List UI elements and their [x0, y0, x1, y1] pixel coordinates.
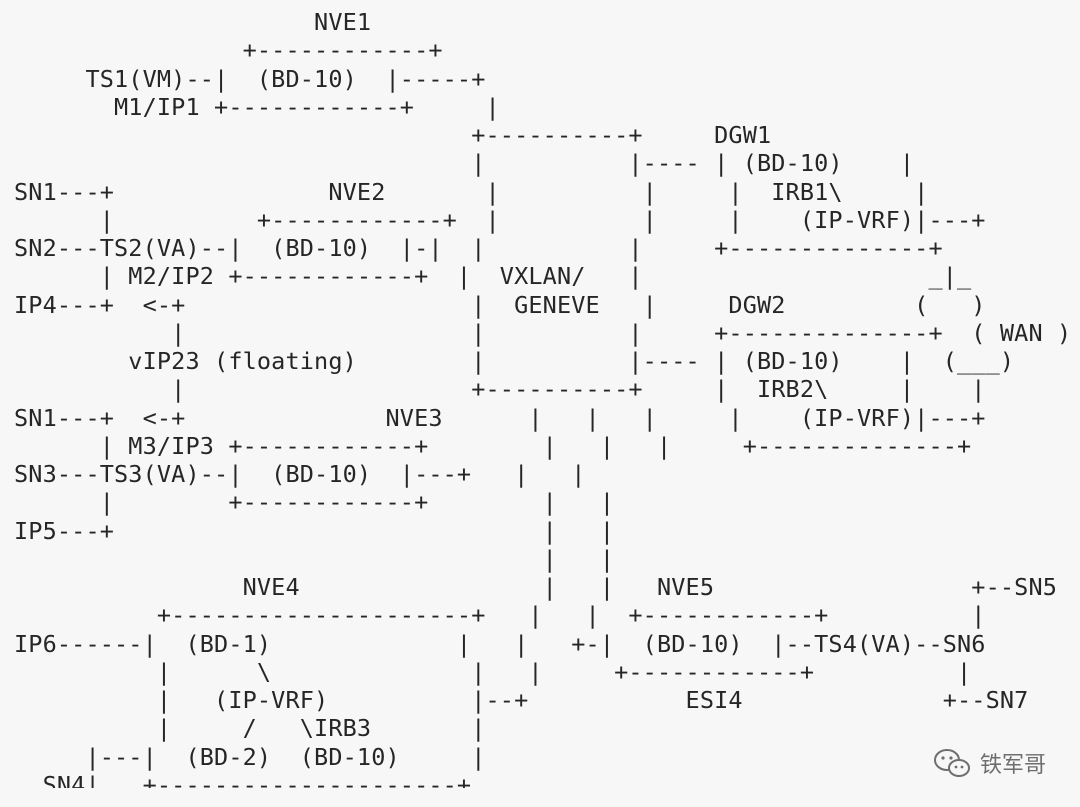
watermark-text: 铁军哥: [979, 753, 1046, 778]
ascii-diagram-text: NVE1 +------------+ TS1(VM)--| (BD-10) |…: [14, 8, 1072, 788]
watermark: 铁军哥: [932, 747, 1046, 779]
wechat-icon: [933, 749, 970, 777]
network-topology-diagram: NVE1 +------------+ TS1(VM)--| (BD-10) |…: [14, 8, 1074, 788]
